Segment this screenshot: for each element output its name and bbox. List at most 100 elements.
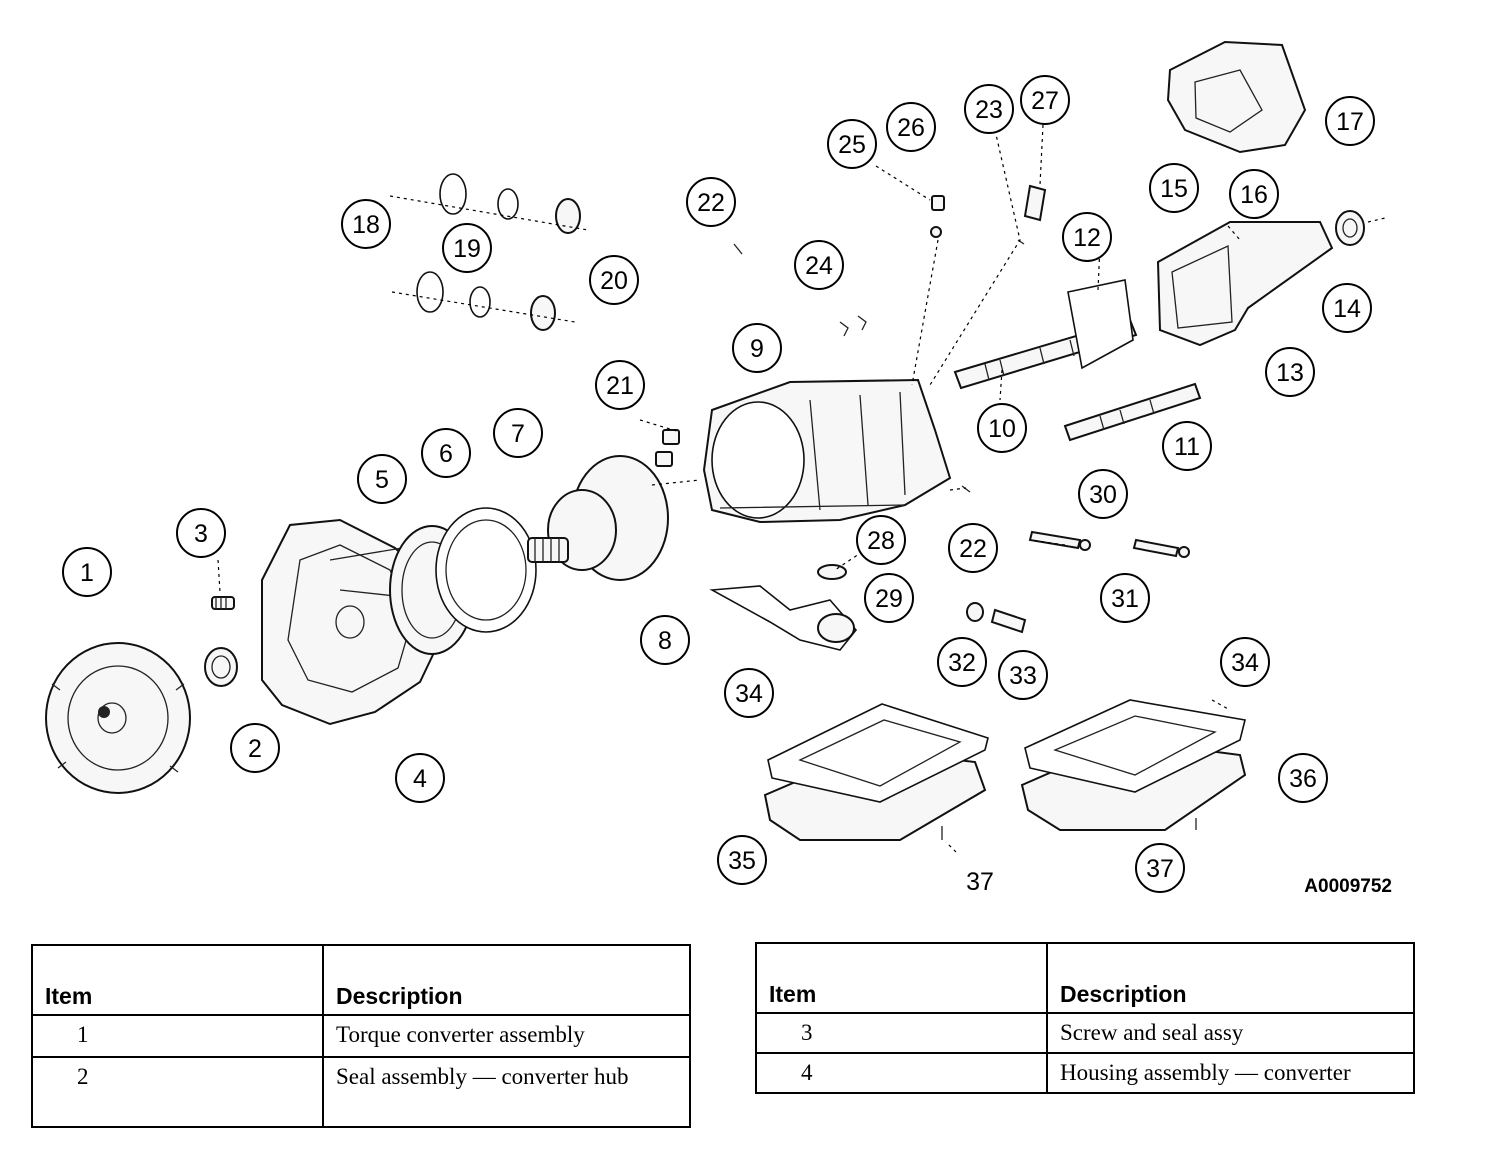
callout-34: 34	[1220, 637, 1270, 687]
callout-22: 22	[948, 523, 998, 573]
callout-18: 18	[341, 199, 391, 249]
callout-circle	[1278, 753, 1328, 803]
callout-37: 37	[1135, 843, 1185, 893]
callout-number: 7	[511, 420, 525, 448]
callout-number: 30	[1089, 481, 1117, 509]
callout-number: 14	[1333, 295, 1361, 323]
legend-right-header-description: Description	[1046, 942, 1415, 1014]
callout-number: 21	[606, 372, 634, 400]
callout-circle	[1322, 283, 1372, 333]
callout-number: 11	[1174, 433, 1200, 461]
callout-circle	[589, 255, 639, 305]
callout-30: 30	[1078, 469, 1128, 519]
callout-circle	[640, 615, 690, 665]
callout-circle	[1229, 169, 1279, 219]
legend-right-row-item: 3	[755, 1012, 1048, 1054]
callout-33: 33	[998, 650, 1048, 700]
callout-circle	[595, 360, 645, 410]
callout-number: 12	[1073, 224, 1101, 252]
callout-number: 4	[413, 765, 427, 793]
callout-25: 25	[827, 119, 877, 169]
callout-number: 22	[697, 189, 725, 217]
callout-circle	[686, 177, 736, 227]
callout-circle	[964, 84, 1014, 134]
callout-circle	[856, 515, 906, 565]
callout-circle	[977, 403, 1027, 453]
callout-number: 13	[1276, 359, 1304, 387]
legend-right-header-item: Item	[755, 942, 1048, 1014]
callout-number: 16	[1240, 181, 1268, 209]
callout-circle	[724, 668, 774, 718]
callout-circle	[395, 753, 445, 803]
callout-circle	[493, 408, 543, 458]
callout-8: 8	[640, 615, 690, 665]
callout-number: 27	[1031, 87, 1059, 115]
callout-1: 1	[62, 547, 112, 597]
cooler-fittings-part	[655, 429, 680, 467]
callout-circle	[341, 199, 391, 249]
callout-number: 17	[1336, 108, 1364, 136]
legend-right-row-description: Screw and seal assy	[1046, 1012, 1415, 1054]
callout-14: 14	[1322, 283, 1372, 333]
callout-number: 36	[1289, 765, 1317, 793]
callout-circle	[886, 102, 936, 152]
callout-circle	[717, 835, 767, 885]
extension-seal-part	[1335, 210, 1365, 246]
callout-number: 26	[897, 114, 925, 142]
pump-assembly-part	[527, 455, 669, 581]
callout-circle	[864, 573, 914, 623]
callout-number: 5	[375, 466, 389, 494]
valve-body-part	[709, 564, 858, 651]
callout-circle	[421, 428, 471, 478]
extension-housing-part	[1156, 221, 1334, 347]
callout-circle	[827, 119, 877, 169]
drain-bolt-part	[941, 818, 1197, 840]
callout-22: 22	[686, 177, 736, 227]
callout-31: 31	[1100, 573, 1150, 623]
adapter-housing-part	[1166, 40, 1307, 154]
callout-23: 23	[964, 84, 1014, 134]
callout-circle	[62, 547, 112, 597]
callout-number: 33	[1009, 662, 1037, 690]
callout-21: 21	[595, 360, 645, 410]
callout-circle	[1100, 573, 1150, 623]
callout-number: 9	[750, 335, 764, 363]
callout-number: 37	[1146, 855, 1174, 883]
callout-circle	[794, 240, 844, 290]
callout-17: 17	[1325, 96, 1375, 146]
screw-seal-part	[211, 596, 235, 610]
callout-3: 3	[176, 508, 226, 558]
callout-20: 20	[589, 255, 639, 305]
callout-12: 12	[1062, 212, 1112, 262]
transmission-case-part	[702, 378, 952, 524]
callout-circle	[357, 454, 407, 504]
callout-circle	[1162, 421, 1212, 471]
callout-19: 19	[442, 223, 492, 273]
callout-number: 10	[988, 415, 1016, 443]
callout-number: 3	[194, 520, 208, 548]
callout-number: 2	[248, 735, 262, 763]
vent-part	[930, 184, 1047, 245]
callout-circle	[1078, 469, 1128, 519]
callout-circle	[998, 650, 1048, 700]
callout-number: 34	[1231, 649, 1259, 677]
callout-number: 22	[959, 535, 987, 563]
legend-table-right: Item Description 3 Screw and seal assy 4…	[755, 942, 1415, 1094]
callout-circle	[1265, 347, 1315, 397]
legend-left-row-description: Torque converter assembly	[322, 1014, 691, 1058]
legend-left-row-description: Seal assembly — converter hub	[322, 1056, 691, 1128]
converter-hub-seal-part	[204, 647, 238, 687]
callout-6: 6	[421, 428, 471, 478]
callout-2: 2	[230, 723, 280, 773]
callout-37-plain: 37	[966, 868, 994, 896]
callout-number: 8	[658, 627, 672, 655]
callout-number: 15	[1160, 175, 1188, 203]
callout-circle	[230, 723, 280, 773]
callout-number: 31	[1111, 585, 1139, 613]
callout-26: 26	[886, 102, 936, 152]
legend-left-row-item: 2	[31, 1056, 324, 1128]
callout-27: 27	[1020, 75, 1070, 125]
callout-circle	[937, 637, 987, 687]
figure-code: A0009752	[1304, 876, 1392, 897]
